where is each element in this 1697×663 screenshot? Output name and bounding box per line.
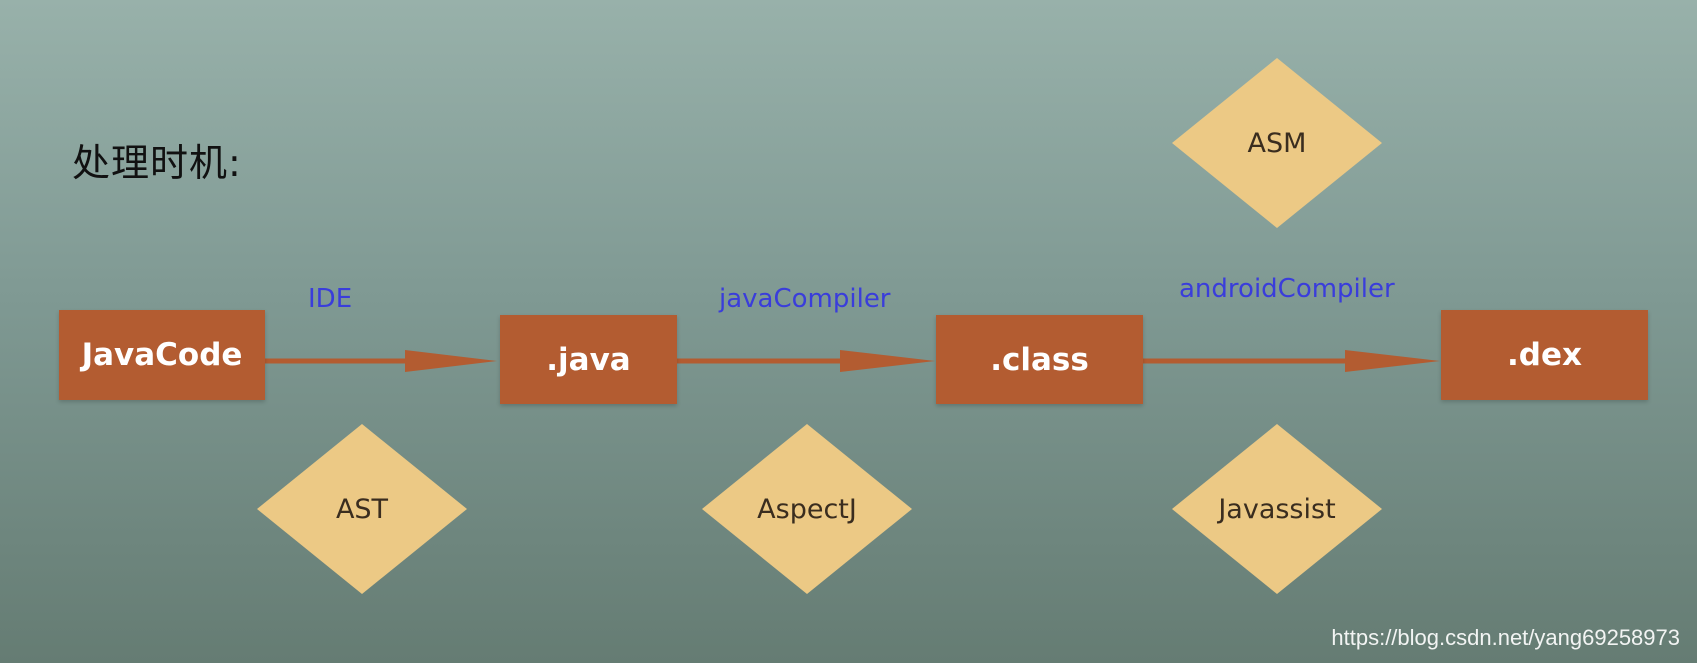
node-javacode: JavaCode [59,310,265,400]
edge-label-ide: IDE [308,284,353,314]
diamond-shape [702,424,912,594]
tool-javassist-label: Javassist [1218,493,1336,525]
tool-asm-label: ASM [1247,127,1307,159]
tool-javassist: Javassist [1172,424,1382,594]
edge-label-android-compiler: androidCompiler [1179,274,1395,304]
arrow-ide-head [405,350,497,372]
edge-label-java-compiler: javaCompiler [719,284,891,314]
diagram-title: 处理时机: [72,141,242,185]
diamond-shape [1172,424,1382,594]
watermark-url: https://blog.csdn.net/yang69258973 [1331,625,1680,650]
tool-aspectj: AspectJ [702,424,912,594]
diamond-shape [1172,58,1382,228]
tool-aspectj-label: AspectJ [757,493,857,525]
tool-ast: AST [257,424,467,594]
tool-asm: ASM [1172,58,1382,228]
node-class: .class [936,315,1143,404]
arrow-java-compiler-head [840,350,935,372]
node-dex: .dex [1441,310,1648,400]
node-java: .java [500,315,677,404]
arrow-android-compiler-head [1345,350,1440,372]
diamond-shape [257,424,467,594]
tool-ast-label: AST [335,493,389,525]
